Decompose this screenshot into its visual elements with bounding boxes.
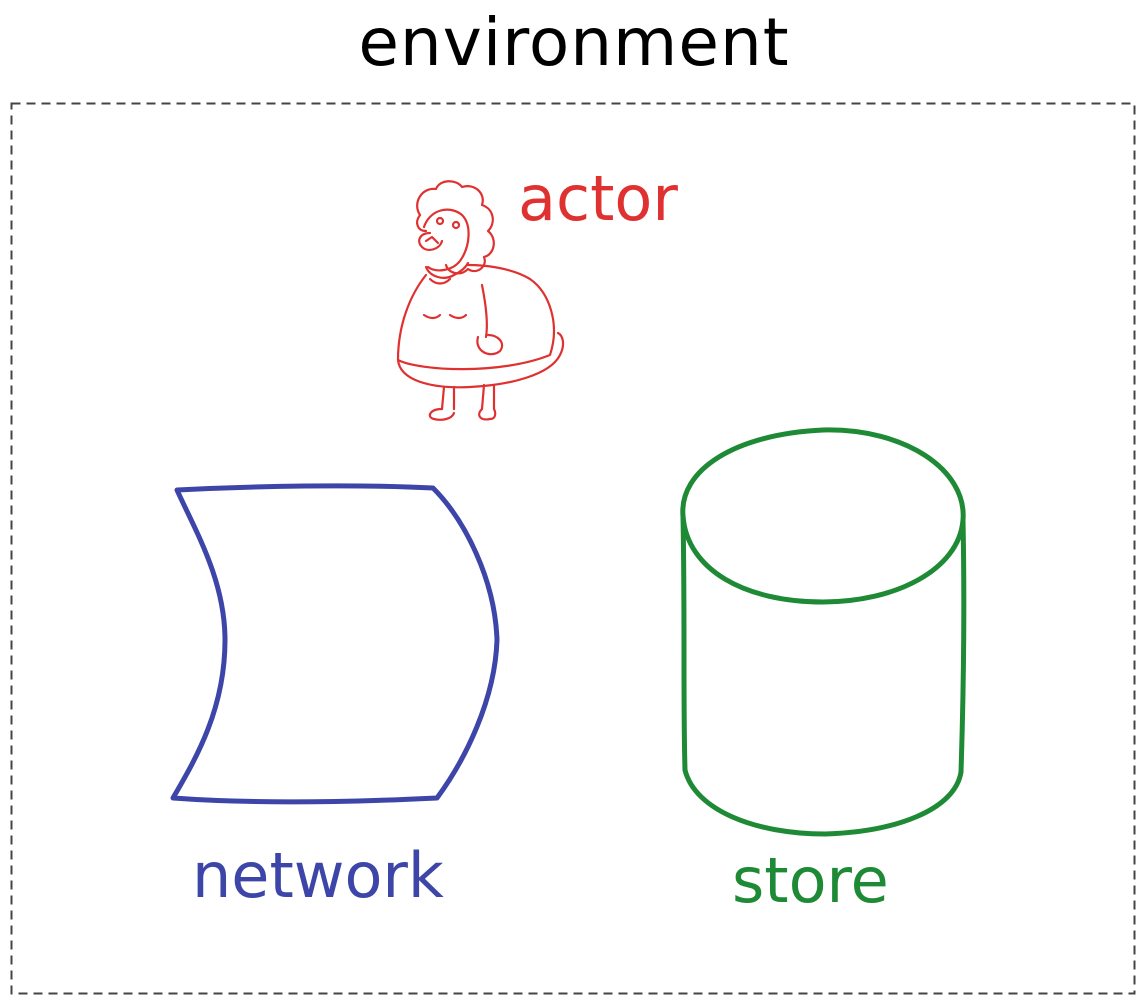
actor-label: actor xyxy=(518,162,678,235)
actor-figure xyxy=(396,180,565,421)
network-shape xyxy=(170,483,500,805)
store-label: store xyxy=(732,844,889,917)
store-shape xyxy=(680,427,967,837)
network-label: network xyxy=(192,839,444,912)
environment-container xyxy=(10,102,1136,995)
diagram-title: environment xyxy=(358,4,790,81)
